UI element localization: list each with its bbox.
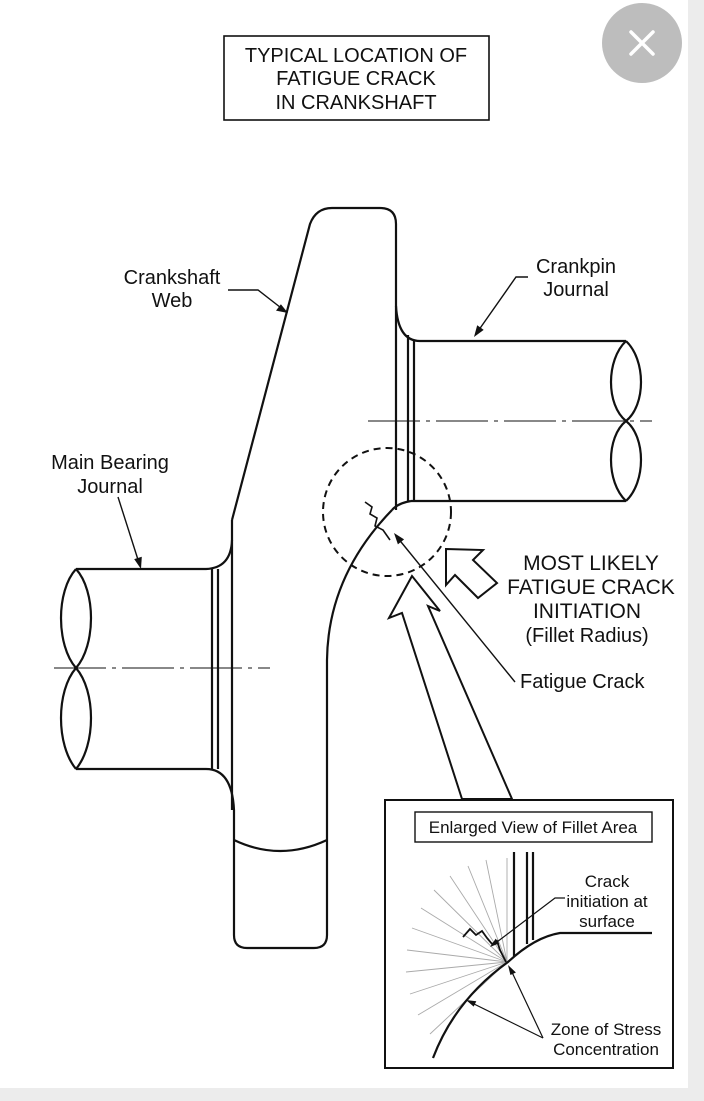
title-box bbox=[223, 35, 490, 121]
viewer-right-edge bbox=[688, 0, 704, 1101]
fillet-arrow-right bbox=[445, 547, 499, 600]
label-web-1: Crankshaft bbox=[124, 267, 221, 289]
label-web-2: Web bbox=[152, 290, 193, 312]
label-most-likely-1: MOST LIKELY bbox=[523, 552, 659, 575]
label-main-bearing-2: Journal bbox=[77, 476, 143, 498]
inset-title: Enlarged View of Fillet Area bbox=[429, 818, 638, 837]
label-most-likely-3: INITIATION bbox=[533, 600, 641, 623]
inset-stress-label-2: Concentration bbox=[553, 1040, 659, 1059]
label-crankpin-2: Journal bbox=[543, 279, 609, 301]
inset-crack-label-2: initiation at bbox=[566, 892, 648, 911]
inset-title-box bbox=[414, 811, 653, 843]
main-bearing-journal bbox=[60, 520, 236, 811]
inset-leaders bbox=[469, 897, 565, 1039]
title-line-3: IN CRANKSHAFT bbox=[275, 92, 436, 114]
close-icon bbox=[629, 30, 655, 56]
close-button[interactable] bbox=[602, 3, 682, 83]
inset-fillet bbox=[431, 852, 652, 1059]
inset-crack bbox=[462, 927, 507, 963]
title-line-1: TYPICAL LOCATION OF bbox=[245, 45, 467, 67]
crankshaft-web bbox=[230, 206, 398, 950]
inset-crack-label-3: surface bbox=[579, 912, 635, 931]
inset-stress-label-1: Zone of Stress bbox=[551, 1020, 662, 1039]
crankshaft-diagram: TYPICAL LOCATION OF FATIGUE CRACK IN CRA… bbox=[51, 35, 675, 1069]
fillet-arrow-lower bbox=[386, 574, 514, 800]
detail-circle bbox=[322, 447, 452, 577]
label-crankpin-1: Crankpin bbox=[536, 256, 616, 278]
inset-crack-label-1: Crack bbox=[585, 872, 630, 891]
label-main-bearing-1: Main Bearing bbox=[51, 452, 169, 474]
leader-lines bbox=[117, 276, 528, 683]
crankpin-journal bbox=[391, 305, 643, 511]
title-line-2: FATIGUE CRACK bbox=[276, 68, 436, 90]
inset-arrowheads bbox=[466, 938, 516, 1007]
label-most-likely-4: (Fillet Radius) bbox=[525, 625, 648, 647]
label-most-likely-2: FATIGUE CRACK bbox=[507, 576, 675, 599]
viewer-bottom-edge bbox=[0, 1088, 704, 1101]
leader-arrowheads bbox=[134, 304, 484, 569]
label-fatigue-crack: Fatigue Crack bbox=[520, 671, 645, 693]
fatigue-crack bbox=[364, 501, 391, 541]
